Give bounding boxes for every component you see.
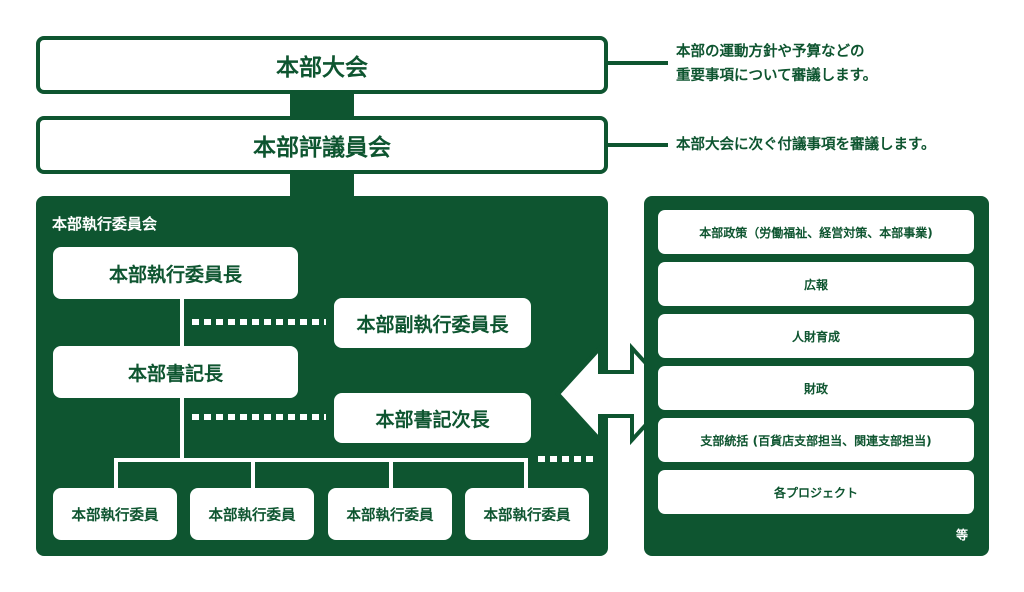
council-committee-connector — [290, 174, 354, 198]
member-drop-2 — [251, 458, 255, 490]
conference-description: 本部の運動方針や予算などの 重要事項について審議します。 — [676, 40, 1016, 88]
member-label: 本部執行委員 — [208, 507, 296, 524]
members-bus — [114, 458, 528, 462]
deputy-secretary-dotted-line — [192, 414, 326, 420]
secretary-members-connector — [180, 397, 184, 460]
vice-chair-box: 本部副執行委員長 — [334, 298, 531, 348]
responsibility-label: 本部政策（労働福祉、経営対策、本部事業) — [699, 225, 933, 240]
member-box: 本部執行委員 — [190, 488, 314, 540]
vice-chair-label: 本部副執行委員長 — [356, 313, 509, 336]
deputy-secretary-box: 本部書記次長 — [334, 393, 531, 443]
member-drop-4 — [524, 458, 528, 490]
responsibility-label: 各プロジェクト — [773, 485, 858, 500]
conference-council-connector — [290, 94, 354, 116]
deputy-secretary-label: 本部書記次長 — [375, 408, 490, 431]
member-drop-3 — [389, 458, 393, 490]
council-label: 本部評議員会 — [253, 135, 391, 161]
members-continuation-dots — [538, 456, 594, 462]
responsibility-label: 広報 — [803, 277, 828, 292]
conference-box: 本部大会 — [36, 36, 608, 94]
member-box: 本部執行委員 — [465, 488, 589, 540]
chair-secretary-connector — [180, 298, 184, 346]
member-box: 本部執行委員 — [53, 488, 177, 540]
member-label: 本部執行委員 — [483, 507, 571, 524]
member-label: 本部執行委員 — [71, 507, 159, 524]
responsibility-item: 各プロジェクト — [658, 470, 974, 514]
conference-description-line2: 重要事項について審議します。 — [676, 68, 878, 84]
member-box: 本部執行委員 — [328, 488, 452, 540]
responsibility-label: 支部統括 (百貨店支部担当、関連支部担当) — [700, 433, 932, 448]
council-description-line — [608, 143, 668, 147]
etc-label: 等 — [956, 528, 969, 542]
secretary-general-box: 本部書記長 — [53, 346, 298, 398]
vice-chair-dotted-line — [192, 319, 326, 325]
council-box: 本部評議員会 — [36, 116, 608, 174]
member-label: 本部執行委員 — [346, 507, 434, 524]
responsibility-item: 広報 — [658, 262, 974, 306]
executive-committee-title: 本部執行委員会 — [52, 215, 158, 233]
member-drop-1 — [114, 458, 118, 490]
conference-description-line1: 本部の運動方針や予算などの — [676, 44, 865, 60]
responsibility-item: 人財育成 — [658, 314, 974, 358]
conference-label: 本部大会 — [276, 55, 368, 81]
secretary-general-label: 本部書記長 — [127, 362, 223, 385]
responsibility-item: 財政 — [658, 366, 974, 410]
chair-label: 本部執行委員長 — [108, 263, 242, 286]
council-description: 本部大会に次ぐ付議事項を審議します。 — [676, 137, 936, 153]
responsibility-label: 財政 — [803, 381, 828, 396]
responsibility-label: 人財育成 — [791, 329, 840, 344]
responsibility-item: 本部政策（労働福祉、経営対策、本部事業) — [658, 210, 974, 254]
responsibility-item: 支部統括 (百貨店支部担当、関連支部担当) — [658, 418, 974, 462]
chair-box: 本部執行委員長 — [53, 247, 298, 299]
conference-description-line — [608, 61, 668, 65]
